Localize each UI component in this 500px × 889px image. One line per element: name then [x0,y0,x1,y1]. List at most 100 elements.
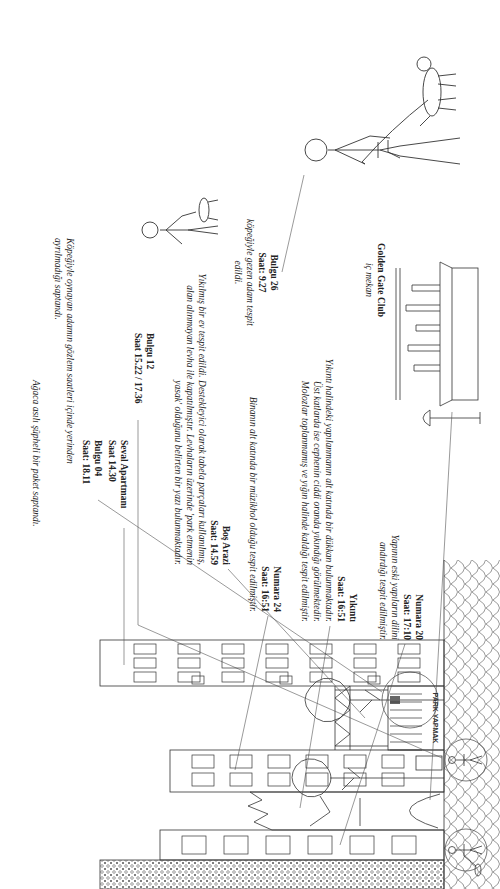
fence-plank [390,750,422,751]
dog-walker-figure-part [420,116,430,126]
window [178,672,200,682]
window [268,755,290,768]
leader-lines-part [138,420,442,758]
finding-heading: Saat: 14.59 [208,265,220,565]
street-figures-part [449,757,456,764]
trees-part [390,696,400,704]
annotation-block: Bulgu 04Saat: 18.11 [80,440,104,540]
fence-plank [390,710,422,711]
window [344,773,366,786]
window [266,672,288,682]
finding-note: Yıkılmış bir ev tespit edildi. Destekley… [172,265,208,565]
fence-plank [390,742,422,743]
street-figures [449,754,483,876]
dog-owner-figure [142,198,218,244]
window [382,773,404,786]
sign-text: PARK YAPMAK [431,688,440,748]
window [308,836,332,854]
dog-owner-figure-part [160,216,218,244]
finding-heading: Numara 24 [271,340,283,612]
finding-note: Binanın alt katında bir müzikhol olduğu … [247,340,259,612]
window [354,658,376,668]
trees-part [330,768,444,790]
window [310,644,332,654]
dog-owner-figure-part [208,200,218,220]
dog-walker-figure-part [362,100,428,162]
leader-lines-part [235,616,268,770]
fence-plank [390,734,422,735]
window [230,773,252,786]
finding-note: iç mekan [363,235,375,325]
annotation-block: Numara 24Saat: 16:51Binanın alt katında … [247,340,283,612]
dog-walker-figure-part [417,57,431,71]
annotation-block: Köpeğiyle oynayan adamın gözlem saatleri… [52,238,76,473]
leader-lines-part [300,626,330,808]
annotation-block: Bulgu 12Saat 15.22 / 17.36 [132,333,156,418]
building-facades-part [100,860,444,889]
fence-plank [390,726,422,727]
window [224,836,248,854]
club-interior-sketch-part [396,268,400,400]
window [134,644,156,654]
annotation-block: Boş AraziSaat: 14.59Yıkılmış bir ev tesp… [172,265,232,565]
building-facades [100,640,444,889]
window [134,658,156,668]
finding-heading: Bulgu 12 [144,333,156,418]
finding-note: Köpeğiyle oynayan adamın gözlem saatleri… [52,238,76,473]
window [182,836,206,854]
fence-plank [390,718,422,719]
window [222,672,244,682]
window [310,672,332,682]
building-facades-part [160,830,444,860]
finding-heading: Numara 20 [413,505,425,640]
window [178,644,200,654]
trees-part [350,690,444,712]
dog-walker-figure-part [378,140,400,158]
dog-walker-figure [305,57,460,164]
window [344,755,366,768]
building-facades-part [248,792,444,830]
window [354,644,376,654]
finding-note: Yıkıntı halindeki yapılanmanın alt katın… [299,357,335,622]
leader-lines-part [340,644,405,845]
trees-part [305,678,350,722]
dog-walker-figure-part [305,139,327,161]
observation-circles-part [445,829,487,871]
finding-note: Yapının eski yapıların dilini andırdığı … [377,505,401,640]
window [178,658,200,668]
window [266,658,288,668]
dog-owner-figure-part [199,198,209,222]
dog-walker-figure-part [328,136,460,164]
window [222,644,244,654]
trees-part [292,759,331,797]
window [222,658,244,668]
window [382,755,404,768]
finding-heading: Boş Arazi [220,265,232,565]
dog-walker-figure-part [438,74,456,110]
window [398,644,420,654]
club-interior-sketch-part [406,285,440,371]
street-figures-part [456,844,482,866]
building-facades-part [416,756,442,770]
pavement [444,560,500,889]
annotation-block: YıkıntıSaat: 16:51Yıkıntı halindeki yapı… [299,357,359,622]
window [134,672,156,682]
finding-heading: Seval Apartmanı [118,440,130,540]
finding-heading: Saat 14.30 [106,440,118,540]
finding-heading: Saat: 18.11 [80,440,92,540]
fence-plank [390,694,422,695]
dog-owner-figure-part [142,222,158,238]
window [350,836,374,854]
ac-unit [280,676,292,684]
window [266,836,290,854]
observation-circles-part [382,672,438,728]
window [266,644,288,654]
finding-heading: Golden Gate Club [375,235,387,325]
finding-heading: Saat: 17:10 [401,505,413,640]
windows [134,644,422,854]
fence-plank [390,702,422,703]
window [310,658,332,668]
window [392,836,416,854]
finding-heading: Bulgu 04 [92,440,104,540]
